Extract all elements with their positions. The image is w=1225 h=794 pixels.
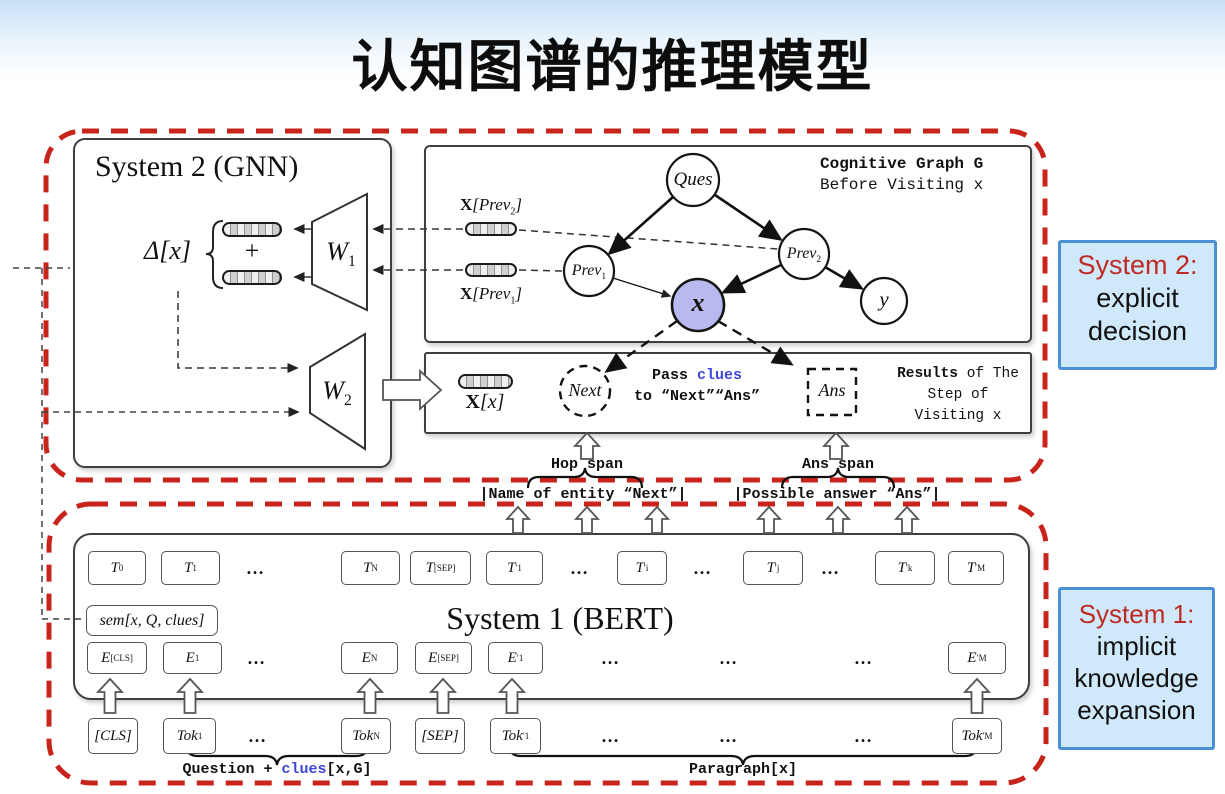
token-box: T′i xyxy=(617,551,667,585)
system2-callout-heading: System 2: xyxy=(1077,250,1198,280)
hop-span-label: Hop span xyxy=(550,456,623,473)
pass-clues-text: Pass clues to “Next”“Ans” xyxy=(612,365,782,407)
name-of-entity-label: |Name of entity “Next”| xyxy=(479,486,687,503)
results-line3: Visiting x xyxy=(914,408,1002,424)
results-bold: Results xyxy=(897,366,958,382)
system2-callout: System 2: explicit decision xyxy=(1058,240,1217,370)
pass-clues-word: clues xyxy=(697,367,743,384)
x-prev2-vector-label: X[Prev2] xyxy=(459,195,523,218)
system1-callout-line2: knowledge xyxy=(1074,663,1199,693)
system1-callout: System 1: implicit knowledge expansion xyxy=(1058,587,1215,750)
results-rest: of The xyxy=(958,366,1019,382)
prev2-node-label: Prev2 xyxy=(786,245,822,266)
cognitive-graph-heading-line2: Before Visiting x xyxy=(820,176,984,194)
plus-sign: + xyxy=(244,236,260,265)
token-box: T′j xyxy=(743,551,803,585)
token-box: [CLS] xyxy=(88,718,138,754)
next-node-label: Next xyxy=(568,380,602,400)
ellipsis: … xyxy=(719,647,739,668)
bert-panel-title: System 1 (BERT) xyxy=(446,600,674,636)
question-clues-label: Question + clues[x,G] xyxy=(127,761,427,778)
page-title: 认知图谱的推理模型 xyxy=(351,35,874,98)
pass-clues-line1: Pass clues xyxy=(612,365,782,386)
token-box: Tok′M xyxy=(952,718,1002,754)
delta-vector-pill-top xyxy=(222,222,282,237)
question-prefix: Question + xyxy=(182,761,282,778)
paragraph-label: Paragraph[x] xyxy=(688,761,798,778)
ellipsis: … xyxy=(570,557,590,578)
system1-callout-line3: expansion xyxy=(1077,695,1196,725)
x-prev1-vector-label: X[Prev1] xyxy=(459,284,523,307)
token-box: T′M xyxy=(948,551,1004,585)
system2-gnn-panel xyxy=(73,138,392,468)
delta-vector-pill-bottom xyxy=(222,270,282,285)
system2-callout-line2: decision xyxy=(1087,316,1188,346)
ellipsis: … xyxy=(601,647,621,668)
results-line2: Step of xyxy=(927,387,989,403)
pass-prefix: Pass xyxy=(651,367,697,384)
x-x-vector-pill xyxy=(458,374,513,389)
results-line1: Results of The xyxy=(882,364,1034,385)
ellipsis: … xyxy=(719,725,739,746)
token-box: E′1 xyxy=(488,642,543,674)
cognitive-graph-heading-line1: Cognitive Graph G xyxy=(820,155,984,173)
delta-x-label: Δ[x] xyxy=(144,236,192,265)
cognitive-graph-heading: Cognitive Graph G Before Visiting x xyxy=(820,154,1020,196)
token-box: T′k xyxy=(875,551,935,585)
ellipsis: … xyxy=(821,557,841,578)
x-x-vector-label: X[x] xyxy=(465,391,505,413)
pass-clues-line2: to “Next”“Ans” xyxy=(633,388,761,405)
top-gradient-band xyxy=(0,0,1225,78)
token-box: E′M xyxy=(948,642,1006,674)
x-prev2-vector-pill xyxy=(465,222,517,236)
y-node-label: y xyxy=(879,287,889,311)
token-box: T′1 xyxy=(486,551,543,585)
ans-span-label: Ans span xyxy=(801,456,874,473)
sem-box: sem[x, Q, clues] xyxy=(86,605,218,636)
system2-callout-line1: explicit xyxy=(1096,283,1179,313)
possible-answer-label: |Possible answer “Ans”| xyxy=(733,486,941,503)
ans-node-label: Ans xyxy=(818,380,846,400)
question-clues-word: clues xyxy=(281,761,327,778)
w1-label: W1 xyxy=(326,237,356,271)
system1-callout-line1: implicit xyxy=(1096,631,1177,661)
question-suffix: [x,G] xyxy=(326,761,372,778)
token-box: T[SEP] xyxy=(410,551,471,585)
results-text: Results of The Step of Visiting x xyxy=(882,364,1034,427)
ques-node-label: Ques xyxy=(673,169,713,190)
system1-callout-heading: System 1: xyxy=(1078,599,1195,629)
token-box: E[SEP] xyxy=(415,642,472,674)
ellipsis: … xyxy=(601,725,621,746)
ellipsis: … xyxy=(693,557,713,578)
token-box: [SEP] xyxy=(415,718,465,754)
ellipsis: … xyxy=(854,647,874,668)
prev1-node-label: Prev1 xyxy=(571,262,607,283)
ellipsis: … xyxy=(246,557,266,578)
w2-label: W2 xyxy=(322,376,352,410)
token-box: E[CLS] xyxy=(87,642,147,674)
x-prev1-vector-pill xyxy=(465,263,517,277)
ellipsis: … xyxy=(248,725,268,746)
token-box: Tok′1 xyxy=(490,718,541,754)
ellipsis: … xyxy=(854,725,874,746)
ellipsis: … xyxy=(247,647,267,668)
system2-panel-title: System 2 (GNN) xyxy=(95,150,299,183)
x-node-label: x xyxy=(691,288,705,317)
